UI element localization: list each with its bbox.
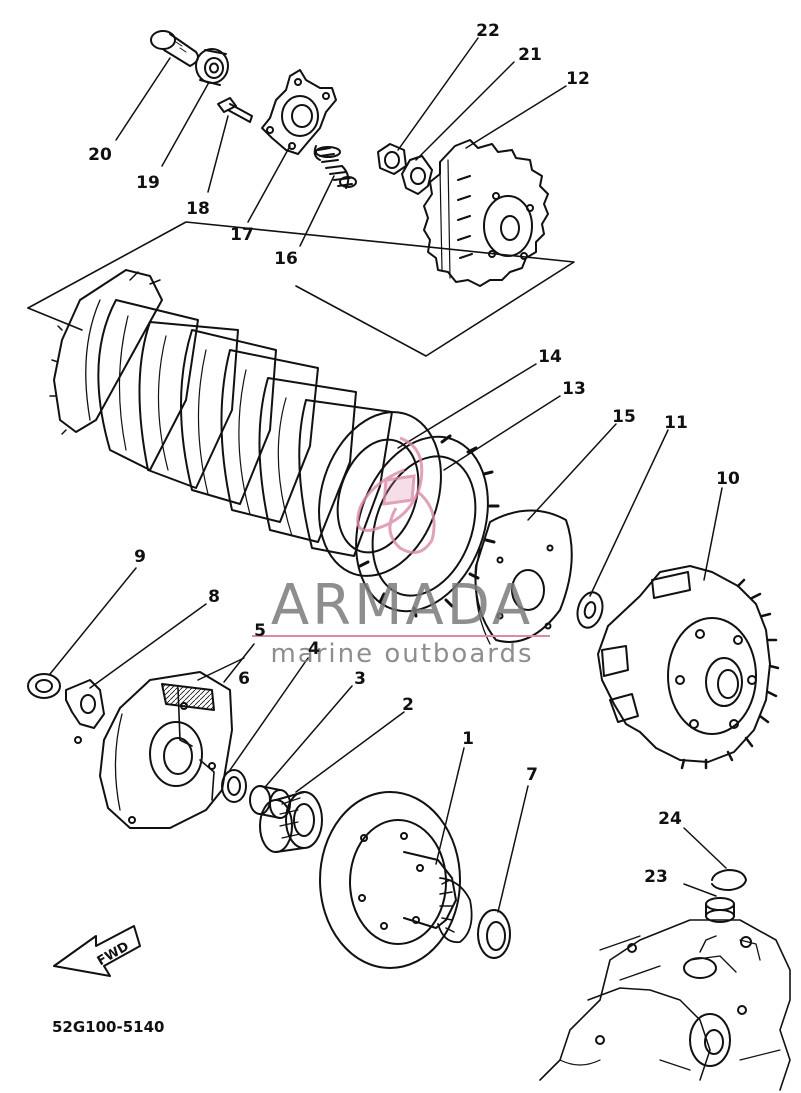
- part-label-19: 19: [136, 173, 160, 193]
- engine-case-fragment: [539, 919, 791, 1091]
- clutch-plate-stack: [49, 269, 393, 557]
- plate-group-outline: [27, 221, 575, 357]
- part-label-15: 15: [612, 407, 636, 427]
- cap-part-23: [705, 897, 735, 923]
- friction-plate-part-14: [318, 411, 442, 577]
- drawing-code: 52G100-5140: [52, 1018, 164, 1036]
- watermark-logo: [356, 436, 436, 554]
- part-label-11: 11: [664, 413, 688, 433]
- washer-part-11: [576, 591, 604, 629]
- thrust-washer-part-4: [221, 769, 247, 803]
- part-label-20: 20: [88, 145, 112, 165]
- part-label-17: 17: [230, 225, 254, 245]
- lock-washer-part-21: [401, 155, 433, 195]
- part-label-16: 16: [274, 249, 298, 269]
- clutch-housing-part-10: [597, 565, 780, 770]
- nut-part-22: [377, 143, 407, 175]
- clutch-boss-part-12: [423, 139, 549, 287]
- part-label-22: 22: [476, 21, 500, 41]
- part-label-1: 1: [462, 729, 474, 749]
- fwd-arrow-icon: [53, 925, 141, 977]
- lock-plate-part-8: [65, 679, 105, 744]
- washer-part-9: [27, 673, 61, 699]
- washer-part-7: [477, 909, 511, 959]
- part-label-8: 8: [208, 587, 220, 607]
- part-label-23: 23: [644, 867, 668, 887]
- part-label-2: 2: [402, 695, 414, 715]
- bolt-part-20: [150, 30, 199, 67]
- part-label-24: 24: [658, 809, 682, 829]
- part-label-12: 12: [566, 69, 590, 89]
- part-label-4: 4: [308, 639, 320, 659]
- part-label-21: 21: [518, 45, 542, 65]
- part-label-3: 3: [354, 669, 366, 689]
- circlip-part-24: [711, 869, 747, 891]
- part-label-10: 10: [716, 469, 740, 489]
- part-label-18: 18: [186, 199, 210, 219]
- part-label-14: 14: [538, 347, 562, 367]
- watermark-subtitle: marine outboards: [270, 639, 533, 669]
- bearing-part-19: [195, 48, 229, 86]
- watermark-emblem-icon: [356, 436, 436, 554]
- part-label-13: 13: [562, 379, 586, 399]
- part-label-9: 9: [134, 547, 146, 567]
- watermark-title: ARMADA: [271, 573, 533, 638]
- plate-group-outline-left: [27, 307, 83, 331]
- clutch-carrier-part-5: [99, 671, 233, 829]
- part-label-7: 7: [526, 765, 538, 785]
- pressure-plate-part-17: [261, 69, 337, 155]
- screw-part-18: [217, 97, 253, 123]
- leader-lines: [49, 37, 727, 913]
- needle-bearing-part-2: [259, 791, 323, 853]
- part-label-5: 5: [254, 621, 266, 641]
- primary-drum-part-1: [319, 791, 473, 969]
- part-label-6: 6: [238, 669, 250, 689]
- spring-part-16: [313, 145, 357, 189]
- part-labels: 20 19 18 17 16 22 21 12 14 13 15 11 10 9…: [88, 21, 740, 887]
- pressure-disc-part-15: [474, 509, 573, 645]
